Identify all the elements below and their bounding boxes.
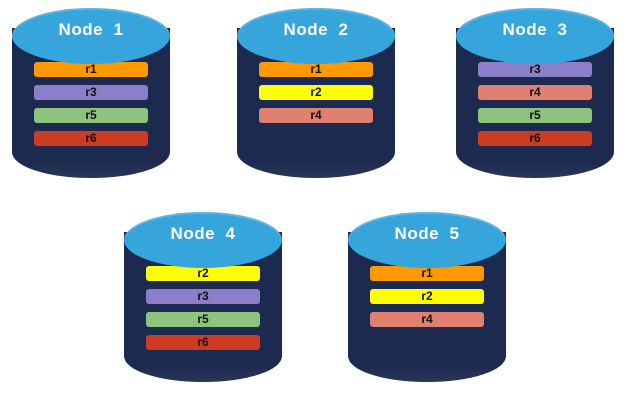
replica-bar-r5[interactable]: r5 [34,108,148,123]
replica-bar-r6[interactable]: r6 [478,131,592,146]
database-node-1[interactable]: Node 1 r1 r3 r5 r6 [12,8,170,190]
replica-bar-r1[interactable]: r1 [34,62,148,77]
replica-list: r1 r3 r5 r6 [12,62,170,146]
replica-bar-r1[interactable]: r1 [370,266,484,281]
replica-list: r1 r2 r4 [348,266,506,327]
replica-list: r3 r4 r5 r6 [456,62,614,146]
node-title: Node 1 [58,20,124,39]
replica-bar-r2[interactable]: r2 [259,85,373,100]
database-node-5[interactable]: Node 5 r1 r2 r4 [348,212,506,394]
node-title: Node 5 [394,224,460,243]
replica-bar-r1[interactable]: r1 [259,62,373,77]
replica-bar-r4[interactable]: r4 [370,312,484,327]
replica-bar-r4[interactable]: r4 [478,85,592,100]
database-node-3[interactable]: Node 3 r3 r4 r5 r6 [456,8,614,190]
replica-bar-r3[interactable]: r3 [146,289,260,304]
node-title: Node 3 [502,20,568,39]
cylinder-top-ellipse [456,8,614,64]
cylinder-top-ellipse [124,212,282,268]
replica-bar-r6[interactable]: r6 [34,131,148,146]
database-node-2[interactable]: Node 2 r1 r2 r4 [237,8,395,190]
node-title: Node 4 [170,224,236,243]
replica-bar-r3[interactable]: r3 [34,85,148,100]
cylinder-top-ellipse [12,8,170,64]
replica-bar-r2[interactable]: r2 [146,266,260,281]
replica-bar-r6[interactable]: r6 [146,335,260,350]
replica-bar-r3[interactable]: r3 [478,62,592,77]
replica-bar-r5[interactable]: r5 [146,312,260,327]
node-title: Node 2 [283,20,349,39]
cylinder-top-ellipse [237,8,395,64]
replica-bar-r2[interactable]: r2 [370,289,484,304]
replica-list: r1 r2 r4 [237,62,395,123]
cylinder-top-ellipse [348,212,506,268]
replica-list: r2 r3 r5 r6 [124,266,282,350]
replica-bar-r4[interactable]: r4 [259,108,373,123]
database-node-4[interactable]: Node 4 r2 r3 r5 r6 [124,212,282,394]
replica-bar-r5[interactable]: r5 [478,108,592,123]
